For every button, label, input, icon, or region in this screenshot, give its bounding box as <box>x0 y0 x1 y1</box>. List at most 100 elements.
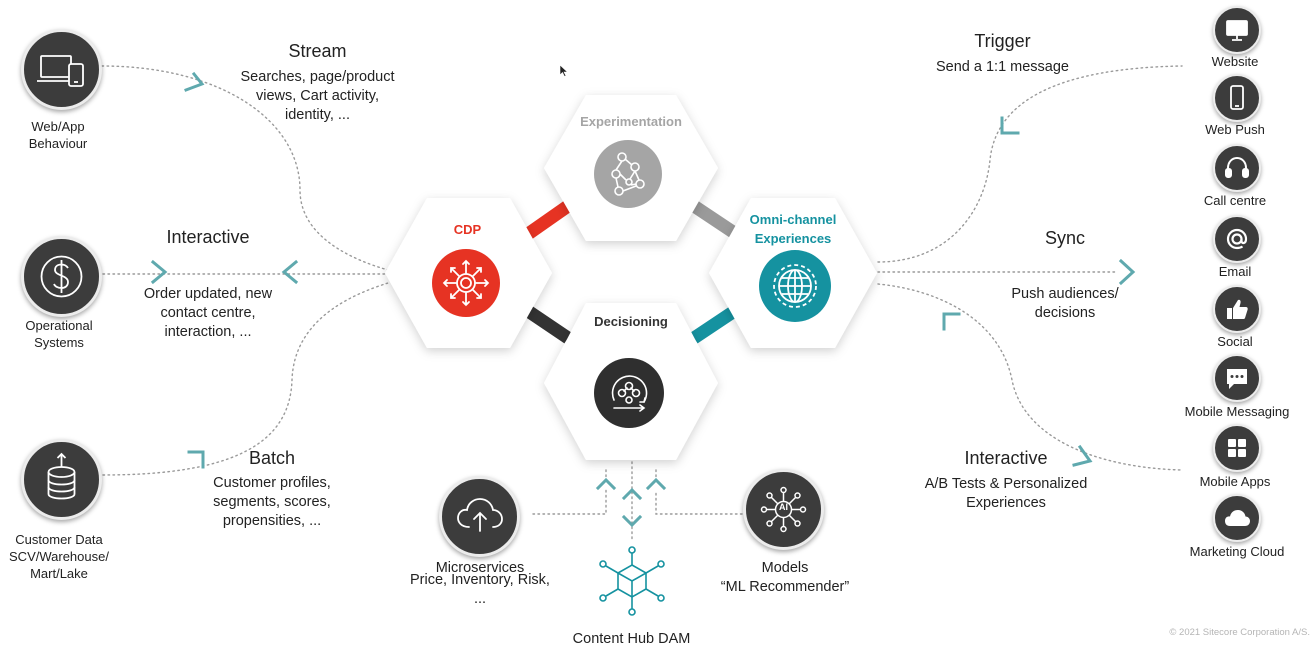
app-grid-icon <box>1213 424 1261 472</box>
trigger-title: Trigger <box>974 31 1031 51</box>
flow-line: propensities, ... <box>222 513 322 529</box>
smartphone-icon <box>1213 74 1261 122</box>
flow-line: segments, scores, <box>213 494 331 510</box>
omni-label-line: Omni-channel <box>749 212 837 227</box>
batch-description: Customer profiles, segments, scores, pro… <box>170 474 374 531</box>
channel-label-marketing-cloud: Marketing Cloud <box>1189 544 1285 559</box>
interactive-left-title: Interactive <box>166 227 250 247</box>
content-hub-up-arrow-icon <box>621 487 643 501</box>
flow-line: A/B Tests & Personalized <box>924 476 1088 492</box>
experimentation-omni-connector <box>690 200 737 238</box>
source-label-line: Customer Data <box>15 532 103 547</box>
flow-line: Customer profiles, <box>213 475 331 491</box>
thumbs-up-icon <box>1213 285 1261 333</box>
source-label-line: Mart/Lake <box>30 566 88 581</box>
ai-network-icon: AI <box>743 469 824 550</box>
cycle-nodes-icon <box>594 358 664 428</box>
interactive-right-title: Interactive <box>964 448 1048 468</box>
flow-line: Push audiences/ <box>1011 286 1119 302</box>
interactive-right-description: A/B Tests & Personalized Experiences <box>895 475 1117 513</box>
cube-network-icon <box>592 545 672 617</box>
trigger-description: Send a 1:1 message <box>900 58 1105 77</box>
dollar-icon <box>21 236 102 317</box>
stream-flow: Stream Searches, page/product views, Car… <box>210 41 425 125</box>
trigger-arrow-icon <box>1000 116 1020 135</box>
globe-icon <box>759 250 831 322</box>
channel-label-website: Website <box>1211 54 1259 69</box>
content-hub-down-arrow-icon <box>621 514 643 528</box>
hub-arrows-icon <box>432 249 500 317</box>
source-label-line: Behaviour <box>28 136 88 151</box>
customer-data-label: Customer Data SCV/Warehouse/ Mart/Lake <box>0 531 118 582</box>
mouse-cursor-icon <box>559 64 569 77</box>
batch-arrow-icon <box>187 450 205 469</box>
cloud-upload-icon <box>439 476 520 557</box>
batch-flow-line <box>102 282 389 476</box>
stream-title: Stream <box>288 41 347 61</box>
microservices-link-line <box>532 489 607 515</box>
sync-title: Sync <box>1044 228 1086 248</box>
flow-line: Price, Inventory, Risk, <box>410 572 550 588</box>
models-link-line <box>655 489 743 515</box>
interactive-in-arrow-icon <box>150 259 168 285</box>
interactive-out-arrow-icon <box>281 259 299 285</box>
sync-description: Push audiences/ decisions <box>980 285 1150 323</box>
stream-description: Searches, page/product views, Cart activ… <box>210 68 425 125</box>
interactive-left-flow: Interactive Order updated, new contact c… <box>100 227 316 342</box>
right-interactive-flow-line <box>877 283 1183 471</box>
cloud-icon <box>1213 494 1261 542</box>
content-hub-label: Content Hub DAM <box>572 631 691 647</box>
models-text: Models “ML Recommender” <box>700 559 870 597</box>
ai-badge: AI <box>779 502 788 512</box>
models-subtitle: “ML Recommender” <box>720 579 850 595</box>
flow-line: interaction, ... <box>164 324 252 340</box>
stream-flow-line <box>101 65 389 271</box>
batch-flow: Batch Customer profiles, segments, score… <box>170 448 374 531</box>
flow-line: Send a 1:1 message <box>935 59 1069 75</box>
database-icon <box>21 439 102 520</box>
flow-line: views, Cart activity, <box>255 88 379 104</box>
operational-systems-label: Operational Systems <box>4 317 114 351</box>
models-up-arrow-icon <box>645 477 667 491</box>
experimentation-label: Experimentation <box>580 114 682 129</box>
cdp-decisioning-connector <box>524 305 572 344</box>
flow-line: Searches, page/product <box>240 69 395 85</box>
network-nodes-icon <box>594 140 662 208</box>
channel-label-call-centre: Call centre <box>1203 193 1267 208</box>
headset-icon <box>1213 144 1261 192</box>
microservices-text: Microservices Price, Inventory, Risk, ..… <box>400 559 560 609</box>
sync-arrow-icon <box>1118 258 1136 286</box>
source-label-line: Operational <box>25 318 93 333</box>
cdp-label: CDP <box>453 222 482 237</box>
flow-line: Experiences <box>966 495 1046 511</box>
decisioning-label: Decisioning <box>594 314 668 329</box>
copyright-text: © 2021 Sitecore Corporation A/S. <box>1169 627 1310 638</box>
flow-line: Order updated, new <box>143 286 273 302</box>
omni-label-line: Experiences <box>754 231 832 246</box>
laptop-phone-icon <box>21 29 102 110</box>
channel-label-email: Email <box>1218 264 1252 279</box>
flow-line: decisions <box>1034 305 1096 321</box>
source-label-line: Systems <box>34 335 84 350</box>
omni-label: Omni-channel Experiences <box>728 210 858 248</box>
source-label-line: Web/App <box>31 119 85 134</box>
flow-line: identity, ... <box>284 107 350 123</box>
channel-label-mobile-apps: Mobile Apps <box>1199 474 1271 489</box>
channel-label-web-push: Web Push <box>1205 122 1265 137</box>
trigger-flow: Trigger Send a 1:1 message <box>900 31 1105 77</box>
interactive-right-flow: Interactive A/B Tests & Personalized Exp… <box>895 448 1117 513</box>
microservices-up-arrow-icon <box>595 477 617 491</box>
decisioning-drop-line <box>605 469 657 481</box>
microservices-title: Microservices <box>435 560 525 576</box>
cdp-experimentation-connector <box>524 200 572 240</box>
omni-decisioning-connector <box>690 306 737 344</box>
at-sign-icon <box>1213 215 1261 263</box>
flow-line: ... <box>473 591 487 607</box>
batch-title: Batch <box>248 448 296 468</box>
source-label-line: SCV/Warehouse/ <box>9 549 109 564</box>
interactive-left-description: Order updated, new contact centre, inter… <box>100 285 316 342</box>
channel-label-social: Social <box>1217 334 1253 349</box>
monitor-icon <box>1213 6 1261 54</box>
flow-line: contact centre, <box>160 305 256 321</box>
